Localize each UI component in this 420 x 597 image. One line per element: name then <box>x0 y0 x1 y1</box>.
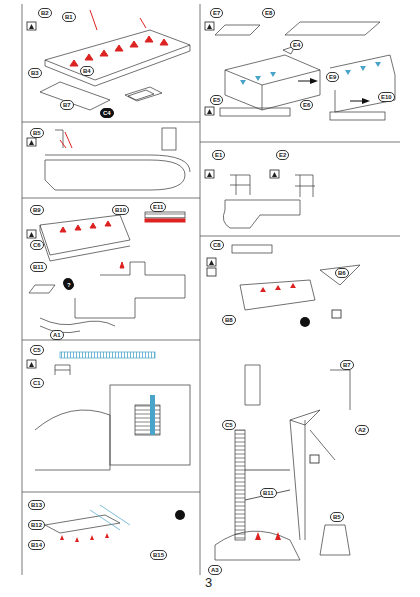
callout-number: ? <box>64 280 74 290</box>
callout-number: B8 <box>222 315 236 325</box>
callout-number: C8 <box>210 240 224 250</box>
callout-number: B11 <box>30 262 47 272</box>
callout-number: E4 <box>290 40 303 50</box>
callout-number: C6 <box>30 240 44 250</box>
callout-number: A1 <box>50 330 64 340</box>
callout-number: B7 <box>60 100 74 110</box>
callout-number: E5 <box>210 95 223 105</box>
callout-number: B1 <box>62 12 76 22</box>
callout-number: C5 <box>30 345 44 355</box>
callout-number: C4 <box>100 108 114 118</box>
callout-number: E2 <box>276 150 289 160</box>
callout-number: E1 <box>212 150 225 160</box>
callout-number: E6 <box>300 100 313 110</box>
callout-number: B13 <box>28 500 45 510</box>
callout-number: B5 <box>30 128 44 138</box>
page-number: 3 <box>205 576 212 589</box>
callout-number: E11 <box>150 202 166 212</box>
callout-number: E9 <box>326 72 339 82</box>
callout-number: A2 <box>355 425 369 435</box>
callout-number: B9 <box>30 205 44 215</box>
callout-number: C1 <box>30 378 44 388</box>
callout-number: C5 <box>222 420 236 430</box>
callout-number: E7 <box>210 8 223 18</box>
callout-number: B3 <box>28 68 42 78</box>
callout-number: E10 <box>378 92 395 102</box>
callout-number: B2 <box>38 8 52 18</box>
callout-number: A3 <box>208 565 222 575</box>
callout-number: B6 <box>335 268 349 278</box>
callout-number: B5 <box>330 512 344 522</box>
callout-number: E8 <box>262 8 275 18</box>
callout-number: B11 <box>260 488 277 498</box>
callout-number: B15 <box>150 550 167 560</box>
callout-number: B14 <box>28 540 45 550</box>
callout-number: B7 <box>340 360 354 370</box>
callout-number: B12 <box>28 520 45 530</box>
callout-number: B10 <box>112 205 129 215</box>
callout-number: B4 <box>80 66 94 76</box>
